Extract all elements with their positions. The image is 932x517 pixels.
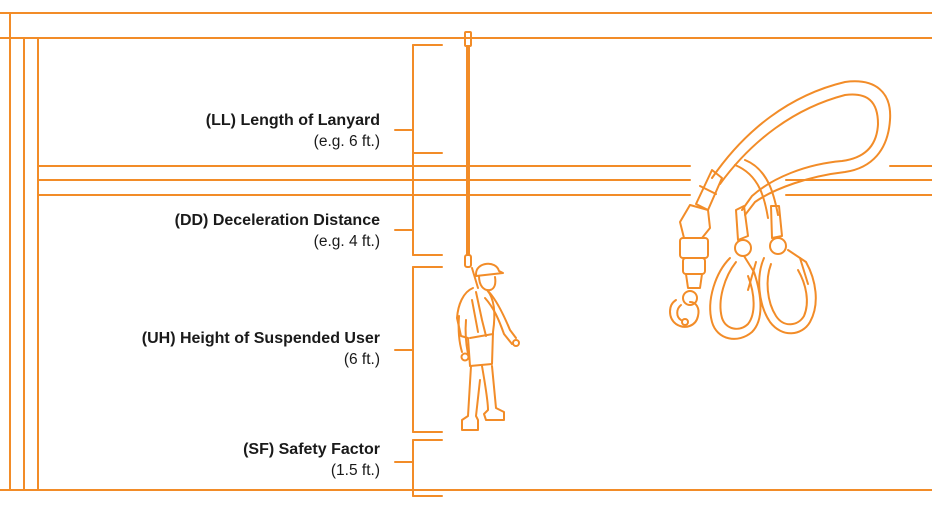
- structure-frame: [0, 12, 932, 491]
- label-deceleration-distance: (DD) Deceleration Distance (e.g. 4 ft.): [175, 210, 380, 252]
- lanyard-line: [464, 31, 472, 268]
- label-value: (e.g. 4 ft.): [313, 233, 380, 250]
- label-safety-factor: (SF) Safety Factor (1.5 ft.): [243, 439, 380, 481]
- label-title: (LL) Length of Lanyard: [205, 112, 380, 129]
- label-title: (DD) Deceleration Distance: [174, 212, 380, 229]
- twin-leg-lanyard-icon: [669, 80, 892, 340]
- label-title: (UH) Height of Suspended User: [141, 330, 380, 347]
- label-title: (SF) Safety Factor: [243, 441, 380, 458]
- label-length-of-lanyard: (LL) Length of Lanyard (e.g. 6 ft.): [206, 110, 380, 152]
- label-height-of-suspended-user: (UH) Height of Suspended User (6 ft.): [142, 328, 380, 370]
- mid-beam: [37, 165, 932, 196]
- label-value: (6 ft.): [343, 351, 380, 368]
- label-value: (e.g. 6 ft.): [313, 133, 380, 150]
- measurement-brackets: [394, 44, 443, 497]
- label-value: (1.5 ft.): [330, 462, 380, 479]
- suspended-worker-icon: [456, 262, 520, 431]
